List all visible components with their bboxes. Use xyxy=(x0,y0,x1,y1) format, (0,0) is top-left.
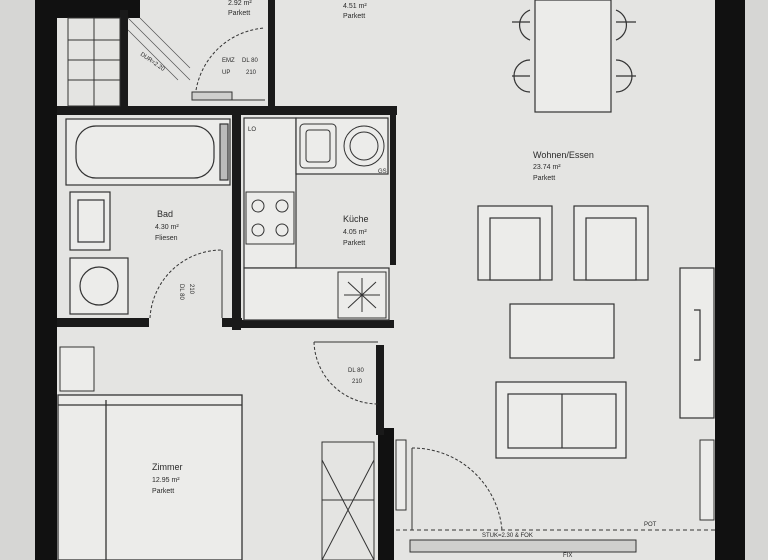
zimmer-name: Zimmer xyxy=(152,462,183,472)
stove xyxy=(245,191,295,245)
kueche-floor: Parkett xyxy=(343,240,365,247)
outer-walls xyxy=(35,0,745,560)
bad-name: Bad xyxy=(157,209,173,219)
sink xyxy=(299,123,337,169)
stair-shaft xyxy=(67,17,121,107)
dishwasher xyxy=(343,125,385,167)
door-zimmer-label: DL 80 xyxy=(348,368,364,374)
wall-bad-bottom-right xyxy=(222,318,242,327)
bathtub xyxy=(65,118,231,186)
wall-kueche-bottom xyxy=(241,320,394,328)
fridge xyxy=(337,271,387,319)
top-center-floor: Parkett xyxy=(343,13,365,20)
dining-chairs xyxy=(512,9,636,93)
toilet xyxy=(69,257,129,315)
pot-label: POT xyxy=(644,522,657,528)
wohnen-floor: Parkett xyxy=(533,175,555,182)
stair-hatch xyxy=(127,17,191,81)
wall-bottom-center xyxy=(378,428,394,560)
door-zimmer-height: 210 xyxy=(352,379,363,385)
zimmer-door xyxy=(313,341,379,405)
zimmer-floor: Parkett xyxy=(152,488,174,495)
window-lines xyxy=(396,439,715,553)
up-label: UP xyxy=(222,70,230,76)
wall-bad-bottom xyxy=(57,318,149,327)
wall-hall-right xyxy=(268,0,275,110)
kueche-area: 4.05 m² xyxy=(343,229,367,236)
armchair-right xyxy=(573,205,649,281)
coffee-table xyxy=(509,303,615,359)
interior-walls xyxy=(57,0,397,435)
nightstand xyxy=(59,346,95,392)
bad-floor: Fliesen xyxy=(155,235,178,242)
wall-kueche-right xyxy=(390,115,396,265)
door-bad-height: 210 xyxy=(188,284,194,295)
wall-left xyxy=(35,0,57,560)
gs-label: GS xyxy=(378,169,387,175)
kueche-name: Küche xyxy=(343,214,369,224)
bad-area: 4.30 m² xyxy=(155,224,179,231)
wall-bad-kueche xyxy=(232,115,241,330)
wall-right xyxy=(715,0,745,560)
sofa xyxy=(495,381,627,459)
door-bad-label: DL 80 xyxy=(178,284,184,300)
door-top-label: DL 80 xyxy=(242,58,258,64)
fix-label: FIX xyxy=(563,553,572,559)
wohnen-name: Wohnen/Essen xyxy=(533,150,594,160)
dining-table xyxy=(534,0,612,113)
wall-top-left-stub xyxy=(55,0,140,18)
wall-upper-horizontal xyxy=(57,106,397,115)
wohnen-area: 23.74 m² xyxy=(533,164,561,171)
door-top-height: 210 xyxy=(246,70,257,76)
washbasin xyxy=(69,191,111,251)
emz-label: EMZ xyxy=(222,58,235,64)
bad-door xyxy=(149,249,223,319)
zimmer-area: 12.95 m² xyxy=(152,477,180,484)
lo-label: LO xyxy=(248,127,256,133)
entrance-door xyxy=(191,27,266,101)
top-left-floor: Parkett xyxy=(228,10,250,17)
stuk-label: STUK=2.30 & FOK xyxy=(482,533,533,539)
wall-zimmer-right xyxy=(376,345,384,435)
top-left-area: 2.92 m² xyxy=(228,0,252,7)
balcony-door xyxy=(395,439,503,531)
kitchen-counter xyxy=(243,117,390,321)
wardrobe xyxy=(321,441,375,560)
armchair-left xyxy=(477,205,553,281)
wall-stair-right xyxy=(120,10,128,110)
top-center-area: 4.51 m² xyxy=(343,3,367,10)
bed xyxy=(57,394,243,560)
tv-cabinet xyxy=(679,267,715,419)
